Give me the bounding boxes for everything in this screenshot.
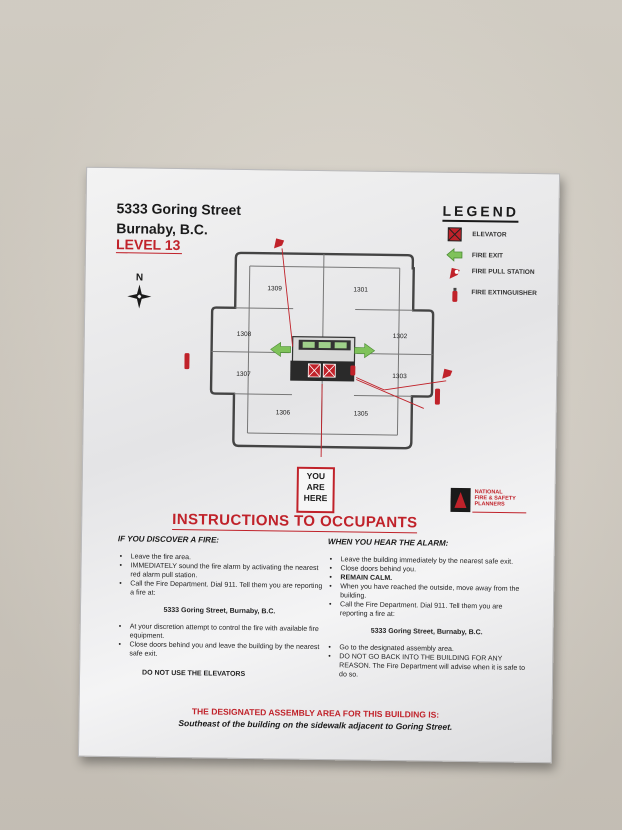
hear-alarm-heading: WHEN YOU HEAR THE ALARM: xyxy=(327,537,449,548)
fire-extinguisher-icon xyxy=(452,287,458,302)
floor-plan: 1309 1301 1308 1302 1307 1303 1306 1305 xyxy=(184,238,453,458)
discover-item: Close doors behind you and leave the bui… xyxy=(116,640,321,661)
fire-pull-station-icon xyxy=(442,368,453,379)
you-are-here-marker: YOU ARE HERE xyxy=(296,466,335,514)
you-are-here-line-3: HERE xyxy=(303,492,328,504)
room-1309: 1309 xyxy=(267,285,282,292)
alarm-item: DO NOT GO BACK INTO THE BUILDING FOR ANY… xyxy=(326,652,526,682)
legend-label-elevator: ELEVATOR xyxy=(472,231,507,239)
fire-extinguisher-icon xyxy=(350,365,356,376)
you-are-here-line-2: ARE xyxy=(306,481,325,493)
room-1301: 1301 xyxy=(353,286,368,293)
north-arrow: N xyxy=(125,272,154,314)
you-are-here-line-1: YOU xyxy=(306,470,326,482)
fire-extinguisher-icon xyxy=(184,353,190,370)
room-1307: 1307 xyxy=(236,371,251,378)
hear-alarm-section: WHEN YOU HEAR THE ALARM: Leave the build… xyxy=(326,537,528,682)
compass-icon xyxy=(127,284,152,309)
room-1303: 1303 xyxy=(392,373,407,380)
company-name: NATIONAL FIRE & SAFETY PLANNERS xyxy=(474,489,526,508)
alarm-item: Call the Fire Department. Dial 911. Tell… xyxy=(327,600,527,621)
no-elevators-warning: DO NOT USE THE ELEVATORS xyxy=(142,669,246,678)
legend-label-fire-exit: FIRE EXIT xyxy=(471,252,504,260)
instructions-title: INSTRUCTIONS TO OCCUPANTS xyxy=(172,510,418,534)
discover-fire-section: IF YOU DISCOVER A FIRE: Leave the fire a… xyxy=(116,534,323,680)
elevator-icon xyxy=(447,227,462,242)
company-logo xyxy=(450,487,527,514)
fire-pull-station-icon xyxy=(449,267,460,279)
company-name-line-3: PLANNERS xyxy=(474,501,505,508)
room-1305: 1305 xyxy=(354,410,369,417)
fire-extinguisher-icon xyxy=(434,388,441,405)
discover-item: Call the Fire Department. Dial 911. Tell… xyxy=(117,579,322,600)
legend-label-fire-extinguisher: FIRE EXTINGUISHER xyxy=(471,289,537,298)
room-1308: 1308 xyxy=(237,331,252,338)
alarm-address: 5333 Goring Street, Burnaby, B.C. xyxy=(370,627,483,637)
fire-pull-station-icon xyxy=(274,238,285,249)
level-label: LEVEL 13 xyxy=(115,236,183,255)
fire-exit-arrow-icon xyxy=(446,248,463,262)
discover-fire-heading: IF YOU DISCOVER A FIRE: xyxy=(117,534,220,545)
legend-title: LEGEND xyxy=(442,202,520,223)
room-1302: 1302 xyxy=(393,333,408,340)
north-label: N xyxy=(135,272,144,284)
room-1306: 1306 xyxy=(276,409,291,416)
address-line-1: 5333 Goring Street xyxy=(116,200,242,218)
legend-label-fire-pull-station: FIRE PULL STATION xyxy=(471,268,535,276)
evacuation-sign: 5333 Goring Street Burnaby, B.C. LEVEL 1… xyxy=(77,166,561,764)
discover-address: 5333 Goring Street, Burnaby, B.C. xyxy=(163,606,276,616)
